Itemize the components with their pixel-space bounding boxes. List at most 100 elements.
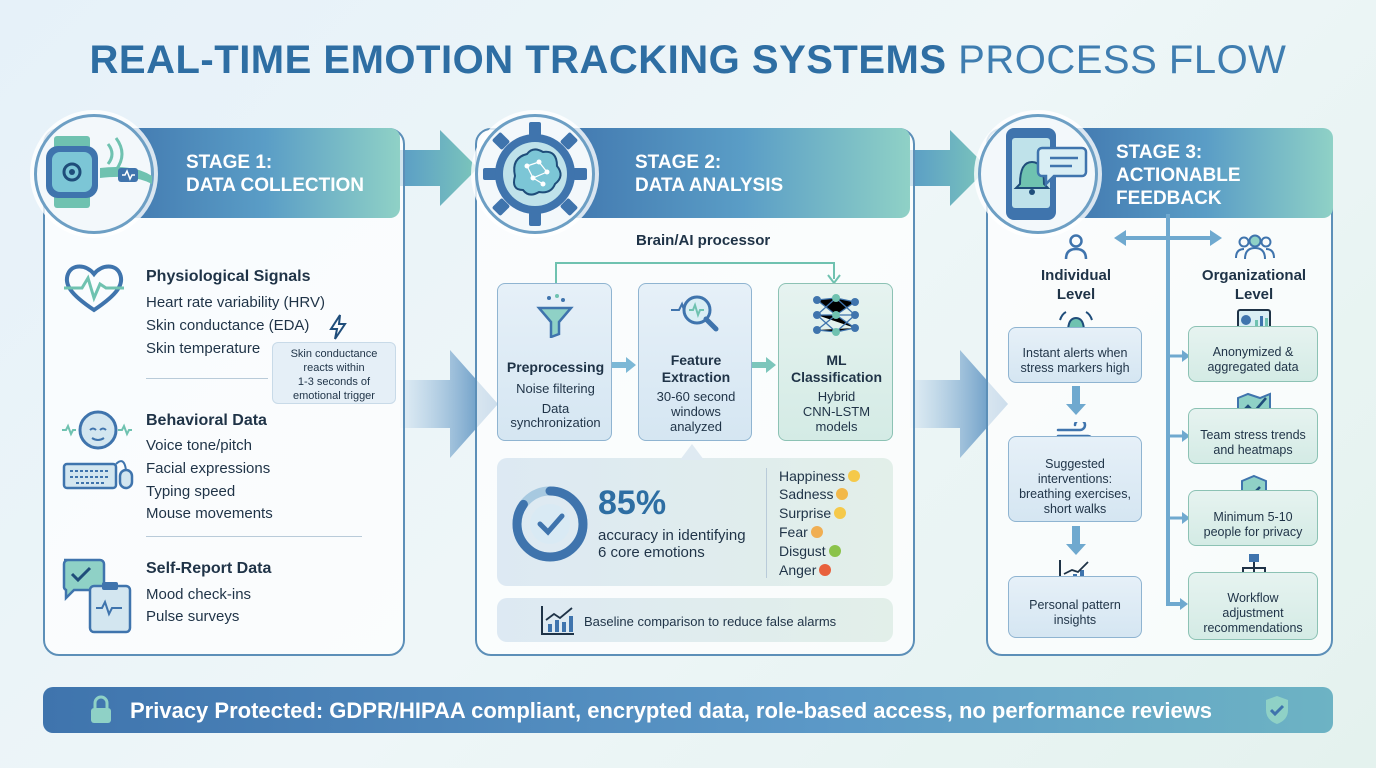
instant-alerts-line-1: Instant alerts when xyxy=(1022,346,1128,360)
individual-title-line-2: Level xyxy=(1056,286,1096,303)
emotion-fear-label: Fear xyxy=(779,524,808,540)
interventions-line-2: interventions: xyxy=(1037,472,1113,486)
privacy-text: Privacy Protected: GDPR/HIPAA compliant,… xyxy=(130,698,1213,723)
surprised-face-icon xyxy=(834,507,847,519)
emotion-surprise: Surprise xyxy=(779,505,847,521)
physio-item-hrv: Heart rate variability (HRV) xyxy=(146,294,325,311)
emotion-disgust: Disgust xyxy=(779,543,841,559)
arrow-feature-to-ml xyxy=(752,357,776,373)
accuracy-line-1: accuracy in identifying xyxy=(598,527,746,544)
accuracy-value: 85% xyxy=(598,484,667,522)
self-item-pulse: Pulse surveys xyxy=(146,608,240,625)
organizational-level-title: Organizational Level xyxy=(1186,266,1322,304)
feature-line-3: analyzed xyxy=(669,419,723,434)
preprocessing-line-1: Noise filtering xyxy=(516,381,595,396)
stage3-label-line1: STAGE 3: xyxy=(1116,142,1203,163)
arrow-down-2 xyxy=(1066,526,1086,555)
emotion-sadness: Sadness xyxy=(779,486,849,502)
flow-arrow-top-2 xyxy=(910,130,988,206)
stage3-connectors xyxy=(1114,214,1222,610)
lightning-icon xyxy=(329,314,347,340)
behav-item-typing: Typing speed xyxy=(146,483,236,500)
fearful-face-icon xyxy=(810,526,823,538)
organizational-title-line-2: Level xyxy=(1234,286,1274,303)
stage3-icon-circle xyxy=(978,114,1098,234)
physio-item-temp: Skin temperature xyxy=(146,340,261,357)
behav-item-mouse: Mouse movements xyxy=(146,505,273,522)
stage2-icon-circle xyxy=(475,114,595,234)
anonymized-line-1: Anonymized & xyxy=(1212,345,1294,359)
funnel-icon xyxy=(536,294,574,338)
magnifier-pulse-icon xyxy=(671,295,719,332)
individual-level-title: Individual Level xyxy=(1016,266,1136,304)
accuracy-callout-pointer xyxy=(680,444,704,460)
ml-line-1: Hybrid xyxy=(817,389,856,404)
interventions-line-1: Suggested xyxy=(1045,457,1105,471)
shield-check-footer-icon xyxy=(1266,696,1288,724)
stage1-label: STAGE 1: DATA COLLECTION xyxy=(186,151,364,197)
behav-item-voice: Voice tone/pitch xyxy=(146,437,252,454)
arrow-pre-to-feature xyxy=(612,357,636,373)
lock-icon xyxy=(91,695,111,723)
disgusted-face-icon xyxy=(828,545,841,557)
baseline-text: Baseline comparison to reduce false alar… xyxy=(584,614,837,629)
feature-title-1: Feature xyxy=(670,352,722,368)
note-line-1: Skin conductance xyxy=(290,348,378,360)
divider-2 xyxy=(146,536,362,537)
accuracy-line-2: 6 core emotions xyxy=(598,544,705,561)
phone-notification-icon xyxy=(1006,128,1088,220)
preprocessing-line-2: Data xyxy=(541,401,570,416)
stage2-banner xyxy=(540,128,910,218)
heart-pulse-icon xyxy=(64,264,124,313)
personal-insights-box: Personal pattern insights xyxy=(1008,576,1142,638)
stage3-label-line3: FEEDBACK xyxy=(1116,188,1222,209)
behavioral-title: Behavioral Data xyxy=(146,412,267,429)
feature-extraction-box: Feature Extraction 30-60 second windows … xyxy=(638,283,752,441)
physio-item-eda: Skin conductance (EDA) xyxy=(146,317,310,334)
emotion-surprise-label: Surprise xyxy=(779,505,832,521)
happy-face-icon xyxy=(848,470,861,482)
behav-item-facial: Facial expressions xyxy=(146,460,271,477)
ml-title-2: Classification xyxy=(790,369,883,385)
processor-label: Brain/AI processor xyxy=(636,232,771,249)
workflow-line-3: recommendations xyxy=(1203,621,1303,635)
group-people-icon xyxy=(1235,234,1275,260)
neural-network-icon xyxy=(813,294,859,336)
brain-gear-icon xyxy=(483,122,587,226)
emotion-sadness-label: Sadness xyxy=(779,486,834,502)
selfreport-title: Self-Report Data xyxy=(146,560,272,577)
note-line-4: emotional trigger xyxy=(293,390,375,402)
stage2-label: STAGE 2: DATA ANALYSIS xyxy=(635,151,783,197)
emotion-anger-label: Anger xyxy=(779,562,817,578)
note-line-2: reacts within xyxy=(303,362,365,374)
feature-line-1: 30-60 second xyxy=(656,389,736,404)
angry-face-icon xyxy=(819,564,832,576)
ml-title-1: ML xyxy=(826,352,847,368)
flow-arrow-bottom-2 xyxy=(910,350,1008,458)
stage3-label: STAGE 3: ACTIONABLE FEEDBACK xyxy=(1116,141,1241,210)
anonymized-line-2: aggregated data xyxy=(1207,360,1299,374)
workflow-line-2: adjustment xyxy=(1222,606,1284,620)
interventions-line-3: breathing exercises, xyxy=(1019,487,1131,501)
interventions-line-4: short walks xyxy=(1043,502,1107,516)
trend-chart-icon xyxy=(541,606,574,635)
sad-face-icon xyxy=(836,488,849,500)
ml-classification-box: ML Classification Hybrid CNN-LSTM models xyxy=(778,283,893,441)
minimum-people-line-2: people for privacy xyxy=(1203,525,1303,539)
team-stress-line-2: and heatmaps xyxy=(1213,443,1293,457)
instant-alerts-box: Instant alerts when stress markers high xyxy=(1008,327,1142,383)
interventions-box: Suggested interventions: breathing exerc… xyxy=(1008,436,1142,522)
team-stress-line-1: Team stress trends xyxy=(1200,428,1306,442)
flow-arrow-bottom-1 xyxy=(400,350,498,458)
flow-arrow-top-1 xyxy=(400,130,478,206)
emotion-fear: Fear xyxy=(779,524,823,540)
accuracy-gauge-icon xyxy=(512,486,588,562)
team-stress-box: Team stress trends and heatmaps xyxy=(1188,408,1318,464)
person-icon xyxy=(1064,234,1088,260)
title-light: PROCESS FLOW xyxy=(958,38,1287,82)
ml-line-3: models xyxy=(815,419,858,434)
feature-line-2: windows xyxy=(671,404,721,419)
stage2-label-line1: STAGE 2: xyxy=(635,152,722,173)
feature-title-2: Extraction xyxy=(661,369,731,385)
stage1-label-line2: DATA COLLECTION xyxy=(186,175,365,196)
